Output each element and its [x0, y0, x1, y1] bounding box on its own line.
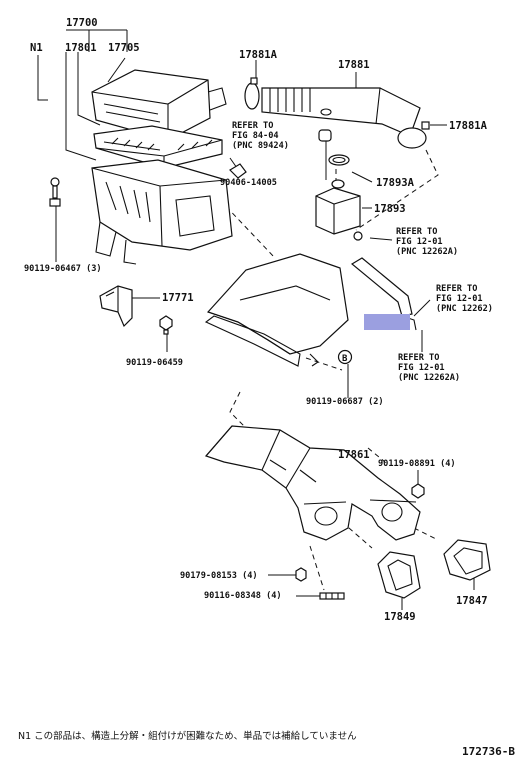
label-17771: 17771	[162, 292, 194, 304]
marker-b-label: B	[342, 354, 348, 364]
refer4-line2: FIG 12-01	[398, 363, 445, 373]
gasket-17849	[377, 551, 421, 599]
highlight-box-12262	[364, 314, 410, 330]
part-number-labels: 17700 N1 17801 17705 17881A 17881 17881A…	[24, 17, 488, 623]
grommet-90406-14005	[318, 129, 332, 142]
refer-connector-fig-84-04	[229, 163, 247, 179]
stud-90116-08348	[319, 592, 345, 600]
marker-b-circle: B	[337, 349, 353, 365]
air-intake-chamber	[204, 253, 349, 367]
label-n1: N1	[30, 42, 43, 54]
label-90119-06459: 90119-06459	[126, 358, 183, 368]
refer2-line2: FIG 12-01	[396, 237, 443, 247]
refer1-line3: (PNC 89424)	[232, 141, 289, 151]
nut-90179-08153	[295, 567, 307, 582]
bolt-90119-06467	[49, 177, 61, 207]
refer4-line1: REFER TO	[398, 353, 439, 363]
label-17893a: 17893A	[376, 177, 415, 189]
label-17801: 17801	[65, 42, 97, 54]
vacuum-hose	[350, 231, 417, 331]
intake-manifold-17861	[204, 425, 421, 541]
intake-hose-17881	[261, 87, 421, 137]
label-17881a-top: 17881A	[239, 49, 278, 61]
label-90406-14005: 90406-14005	[220, 178, 277, 188]
bolt-90119-08891	[411, 483, 425, 499]
refer1-line2: FIG 84-04	[232, 131, 279, 141]
label-17881: 17881	[338, 59, 370, 71]
clamp-17881A-right	[397, 121, 430, 149]
label-17847: 17847	[456, 595, 488, 607]
clamp-17881A-left	[244, 77, 260, 110]
bracket-17771	[99, 285, 133, 328]
label-90119-08891: 90119-08891 (4)	[378, 459, 456, 469]
refer2-line1: REFER TO	[396, 227, 437, 237]
gasket-17847	[443, 539, 491, 581]
refer3-line3: (PNC 12262)	[436, 304, 493, 314]
label-90119-06467: 90119-06467 (3)	[24, 264, 102, 274]
label-17700: 17700	[66, 17, 98, 29]
label-17881a-right: 17881A	[449, 120, 488, 132]
label-17849: 17849	[384, 611, 416, 623]
label-17861: 17861	[338, 449, 370, 461]
air-cleaner-case	[91, 159, 233, 265]
refer4-line3: (PNC 12262A)	[398, 373, 460, 383]
label-90116-08348: 90116-08348 (4)	[204, 591, 282, 601]
label-90179-08153: 90179-08153 (4)	[180, 571, 258, 581]
label-17705: 17705	[108, 42, 140, 54]
refer-to-labels: REFER TO FIG 84-04 (PNC 89424) REFER TO …	[232, 121, 493, 383]
refer3-line1: REFER TO	[436, 284, 477, 294]
footnote-n1: N1 この部品は、構造上分解・組付けが困難なため、単品では補給していません	[18, 731, 357, 742]
resonator-17893	[315, 179, 361, 235]
label-17893: 17893	[374, 203, 406, 215]
diagram-id: 172736-B	[462, 745, 515, 758]
refer1-line1: REFER TO	[232, 121, 273, 131]
bolt-90119-06459	[159, 315, 173, 335]
label-90119-06687: 90119-06687 (2)	[306, 397, 384, 407]
refer3-line2: FIG 12-01	[436, 294, 483, 304]
clamp-17893A	[328, 154, 350, 166]
refer2-line3: (PNC 12262A)	[396, 247, 458, 257]
